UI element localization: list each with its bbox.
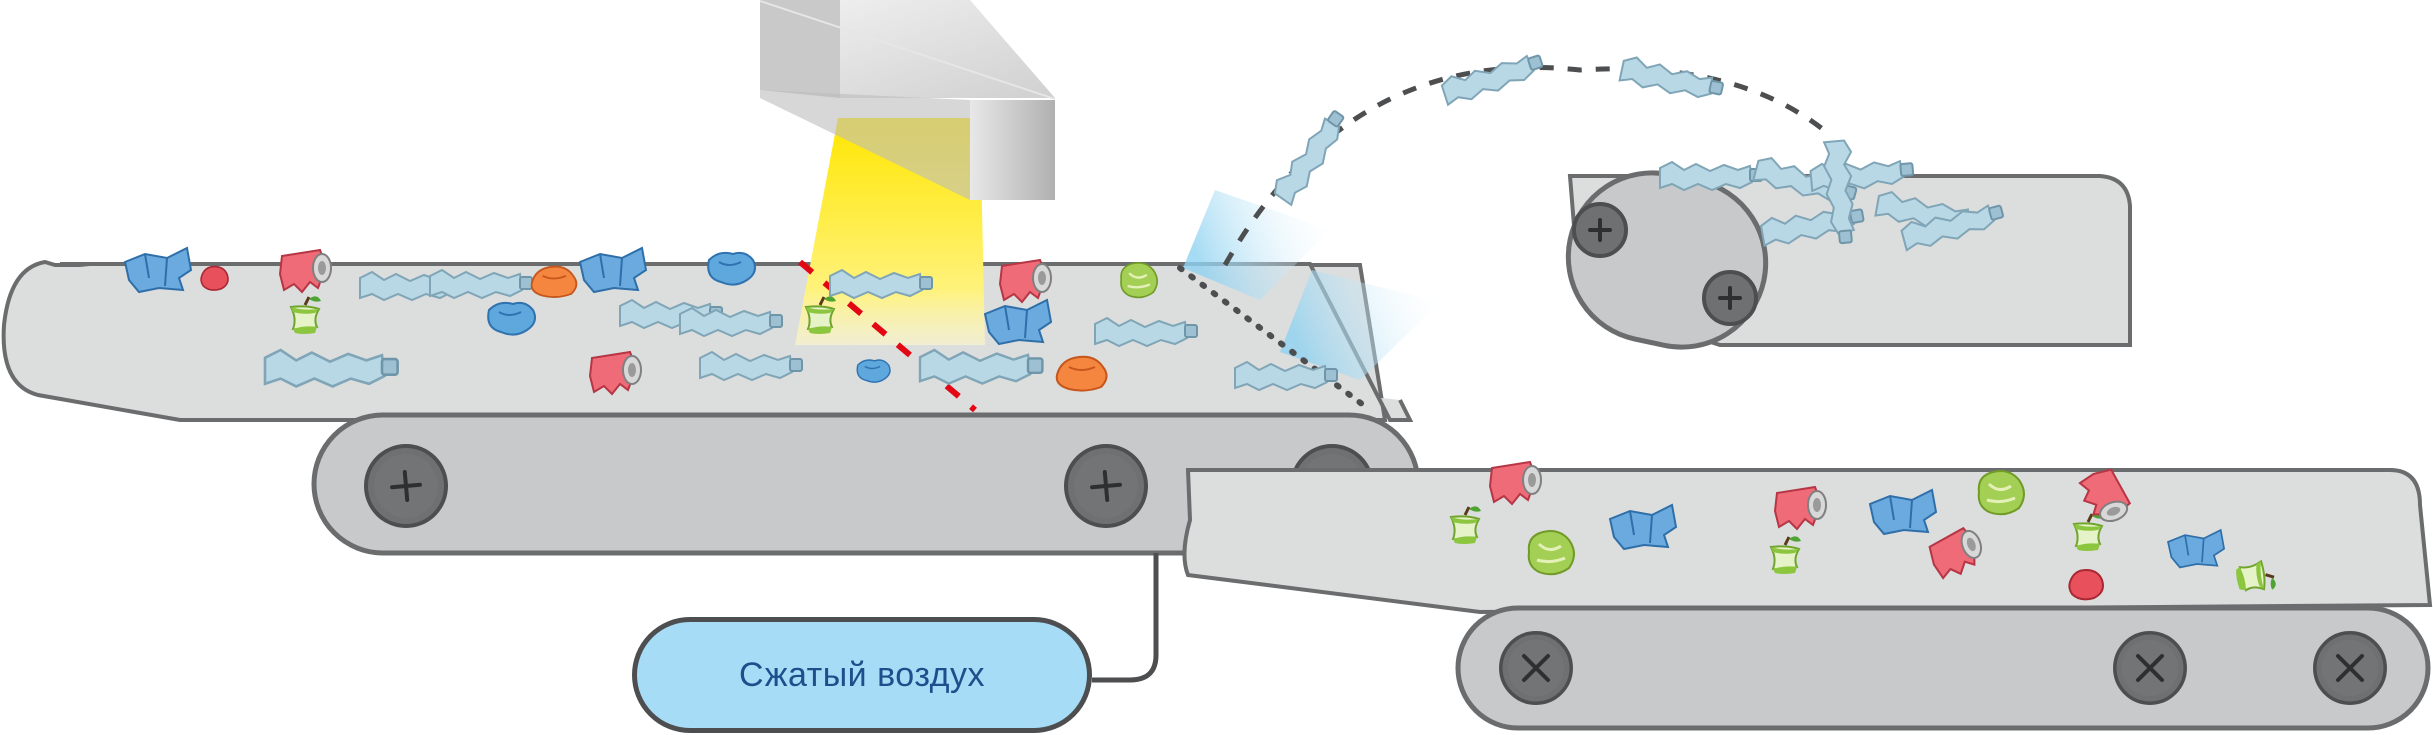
blue-bag [856, 359, 891, 383]
plastic-bottle [1618, 54, 1726, 105]
plastic-bottle [1269, 105, 1353, 208]
blue-bag [487, 301, 536, 336]
cabbage [1119, 261, 1159, 299]
compressed-air-text: Сжатый воздух [738, 655, 986, 694]
carton [579, 247, 647, 293]
air-pipe [1092, 553, 1159, 683]
lower-roller-3 [2313, 631, 2387, 705]
red-can [200, 265, 229, 291]
red-can [2068, 569, 2104, 601]
main-roller-2 [1064, 444, 1148, 528]
carton [124, 247, 192, 293]
cabbage [1527, 529, 1576, 576]
lower-roller-1 [1499, 631, 1573, 705]
compressed-air-label: Сжатый воздух [632, 617, 1092, 733]
air-blast-lower [1280, 270, 1440, 380]
cabbage [1977, 469, 2026, 516]
lower-belt-body [1455, 605, 2431, 731]
upper-roller-1 [1572, 202, 1628, 258]
lower-roller-2 [2113, 631, 2187, 705]
air-blast-upper [1183, 190, 1330, 300]
sensor-camera-icon [760, 0, 1055, 200]
air-nozzle-edge [1177, 265, 1373, 413]
ejection-trajectory [1222, 64, 1832, 267]
blue-bag [707, 251, 756, 286]
upper-roller-2 [1702, 270, 1758, 326]
orange-bag [530, 265, 578, 298]
orange-bag [1055, 355, 1108, 392]
plastic-bottle [1439, 47, 1547, 108]
main-roller-1 [364, 444, 448, 528]
